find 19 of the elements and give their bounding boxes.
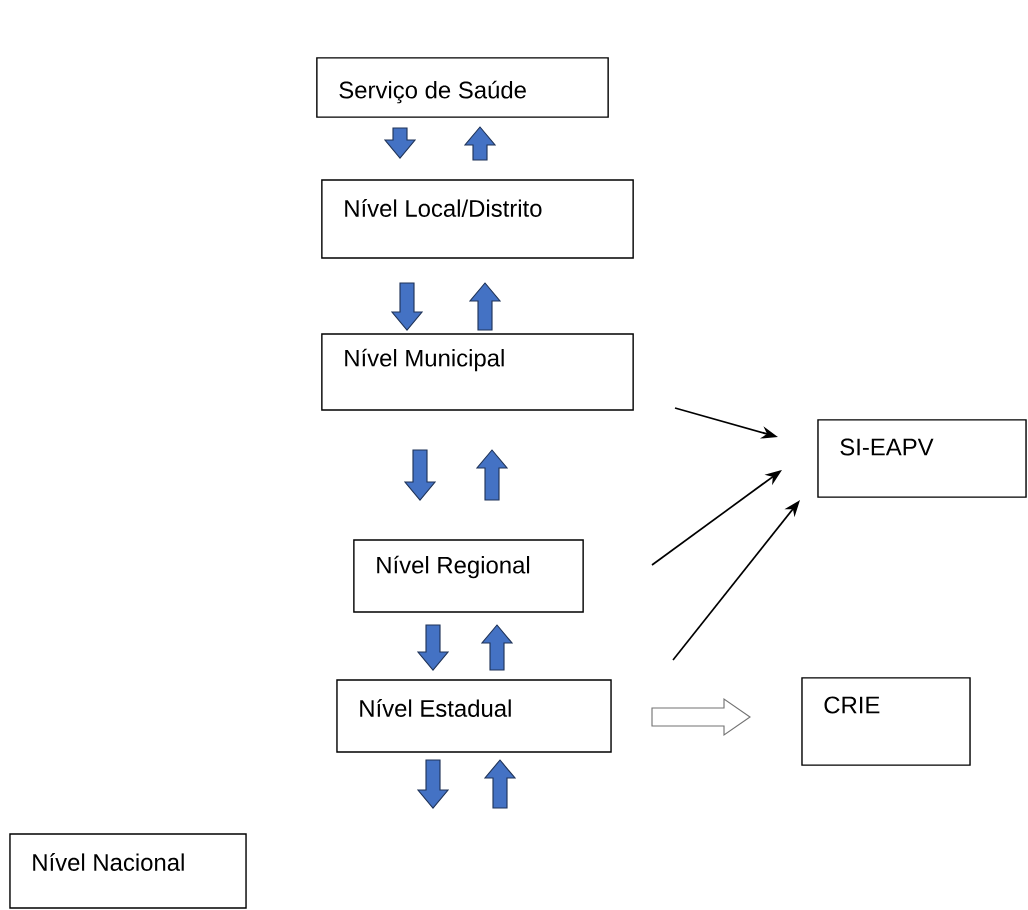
block-arrow: [416, 759, 450, 809]
block-arrow: [403, 449, 437, 501]
process-box: CRIE: [801, 677, 971, 766]
process-box: Nível Estadual: [336, 679, 612, 753]
block-arrow: [463, 126, 497, 161]
block-arrow: [475, 449, 509, 501]
block-arrow: [651, 697, 751, 737]
block-arrow: [480, 624, 514, 671]
block-arrow: [468, 282, 502, 331]
process-box: Serviço de Saúde: [316, 57, 609, 118]
process-box: SI-EAPV: [817, 419, 1027, 498]
block-arrow: [416, 624, 450, 671]
process-box: Nível Local/Distrito: [321, 179, 634, 259]
process-box: Nível Municipal: [321, 333, 634, 411]
block-arrow: [483, 759, 517, 809]
process-box: Nível Nacional: [9, 833, 247, 909]
block-arrow: [383, 127, 417, 159]
block-arrow: [390, 282, 424, 331]
process-box: Nível Regional: [353, 539, 584, 613]
